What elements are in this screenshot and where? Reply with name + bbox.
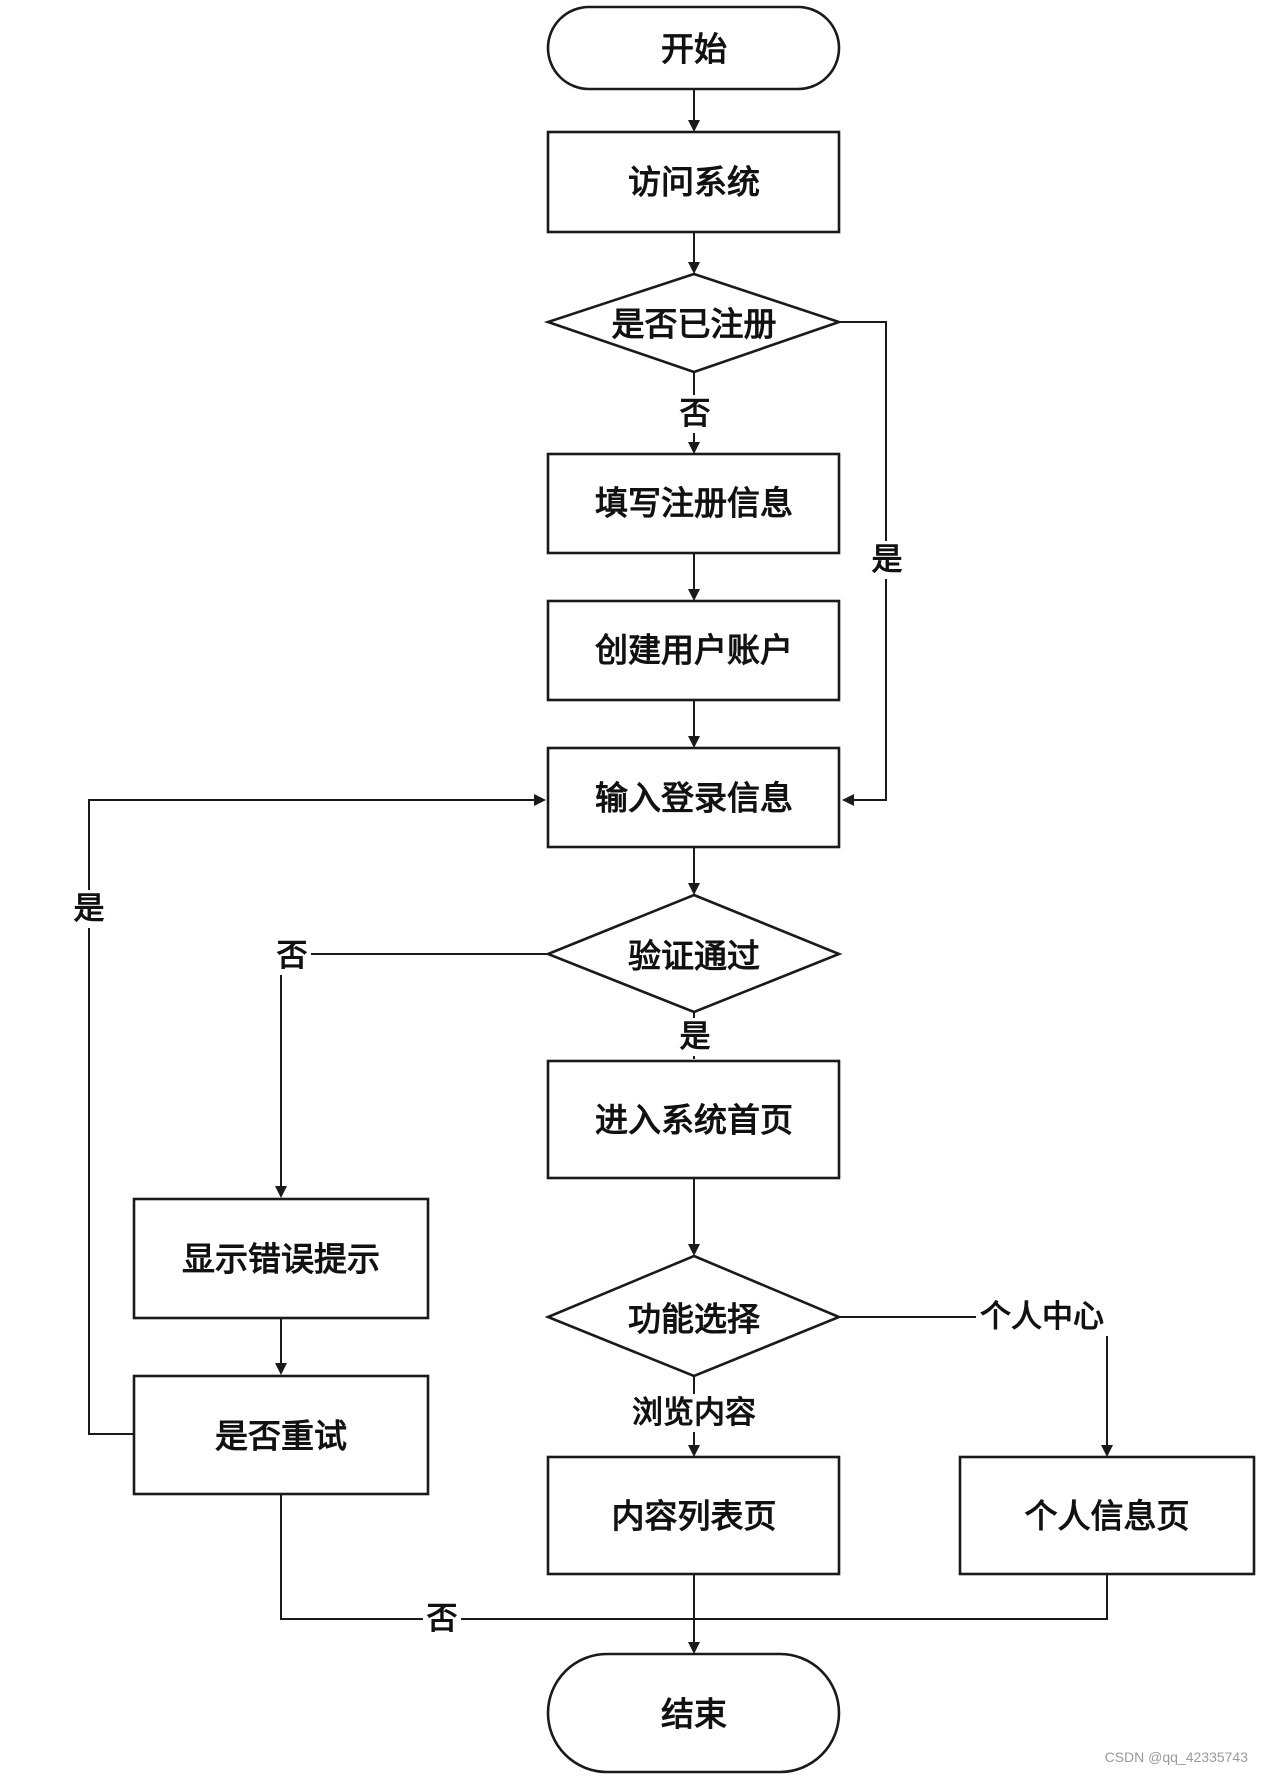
node-retry: 是否重试 — [132, 1374, 430, 1496]
edge-profile-to-end — [694, 1574, 1108, 1620]
node-create-account-label: 创建用户账户 — [594, 631, 793, 670]
label-retry-yes: 是 — [74, 891, 105, 927]
decision-is-registered: 是否已注册 — [543, 272, 844, 374]
edge-labels: 否 是 否 是 是 否 浏览内容 个人中心 — [70, 395, 1108, 1638]
node-fill-registration: 填写注册信息 — [546, 452, 841, 555]
edge-verify-no — [275, 953, 548, 1198]
label-verify-yes: 是 — [680, 1019, 711, 1055]
node-enter-login: 输入登录信息 — [546, 746, 841, 849]
node-content-list: 内容列表页 — [546, 1455, 841, 1576]
node-visit-system-label: 访问系统 — [628, 163, 760, 202]
label-browse-content: 浏览内容 — [632, 1395, 756, 1431]
decision-verify-passed: 验证通过 — [544, 893, 843, 1014]
label-retry-no: 否 — [427, 1601, 458, 1637]
decision-verify-passed-label: 验证通过 — [628, 937, 760, 976]
label-personal-center: 个人中心 — [980, 1299, 1104, 1335]
label-verify-no: 否 — [277, 938, 308, 974]
node-retry-label: 是否重试 — [215, 1417, 347, 1456]
node-show-error-label: 显示错误提示 — [182, 1240, 380, 1279]
node-create-account: 创建用户账户 — [546, 599, 841, 702]
label-registered-yes: 是 — [872, 542, 903, 578]
node-show-error: 显示错误提示 — [132, 1197, 430, 1320]
node-enter-home: 进入系统首页 — [546, 1059, 841, 1180]
node-profile-page-label: 个人信息页 — [1025, 1497, 1190, 1536]
decision-is-registered-label: 是否已注册 — [612, 305, 777, 344]
edge-retry-yes — [88, 794, 546, 1435]
node-start-label: 开始 — [661, 30, 727, 69]
node-enter-login-label: 输入登录信息 — [595, 779, 793, 818]
node-end-label: 结束 — [661, 1695, 727, 1734]
node-start: 开始 — [546, 5, 841, 91]
node-visit-system: 访问系统 — [546, 130, 841, 234]
edge-function-personal — [839, 1316, 1113, 1457]
decision-function-select-label: 功能选择 — [628, 1300, 761, 1339]
node-end: 结束 — [546, 1652, 841, 1774]
node-enter-home-label: 进入系统首页 — [595, 1101, 793, 1140]
node-profile-page: 个人信息页 — [958, 1455, 1256, 1576]
watermark: CSDN @qq_42335743 — [1105, 1749, 1249, 1765]
node-fill-registration-label: 填写注册信息 — [595, 484, 793, 523]
edge-retry-no — [280, 1494, 694, 1620]
decision-function-select: 功能选择 — [544, 1254, 843, 1378]
label-registered-no: 否 — [680, 396, 711, 432]
node-content-list-label: 内容列表页 — [612, 1497, 777, 1536]
